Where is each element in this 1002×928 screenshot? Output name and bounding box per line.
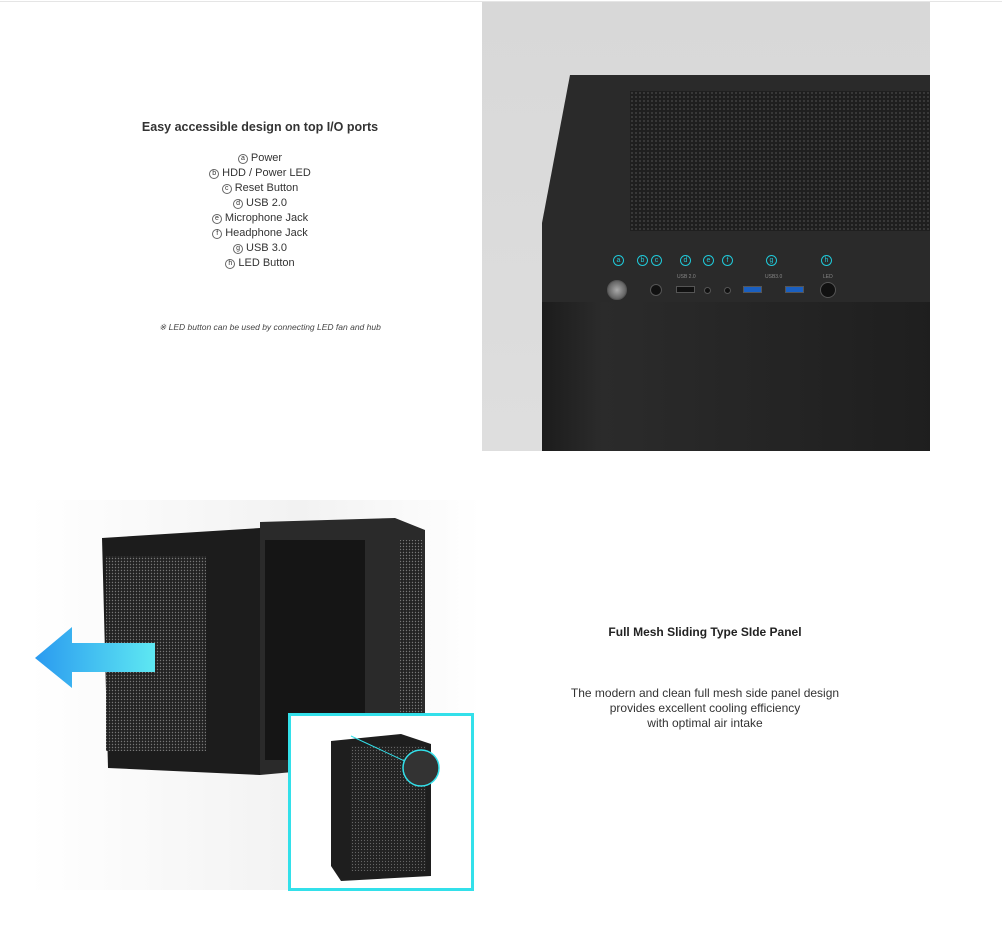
io-ports-description: Easy accessible design on top I/O ports … (60, 120, 460, 271)
section-description: The modern and clean full mesh side pane… (570, 686, 840, 730)
case-top-image (542, 75, 930, 315)
section-title: Full Mesh Sliding Type SIde Panel (608, 625, 802, 639)
top-divider (0, 1, 1002, 2)
io-ports-photo: a b c d e f g h USB 2.0 USB3.0 LED (482, 2, 930, 451)
slide-arrow-icon (35, 627, 155, 688)
case-body-image (542, 302, 930, 451)
power-button-image (607, 280, 627, 300)
inset-photo (288, 713, 474, 891)
section-title: Easy accessible design on top I/O ports (141, 120, 379, 134)
led-note: ※ LED button can be used by connecting L… (159, 322, 381, 332)
